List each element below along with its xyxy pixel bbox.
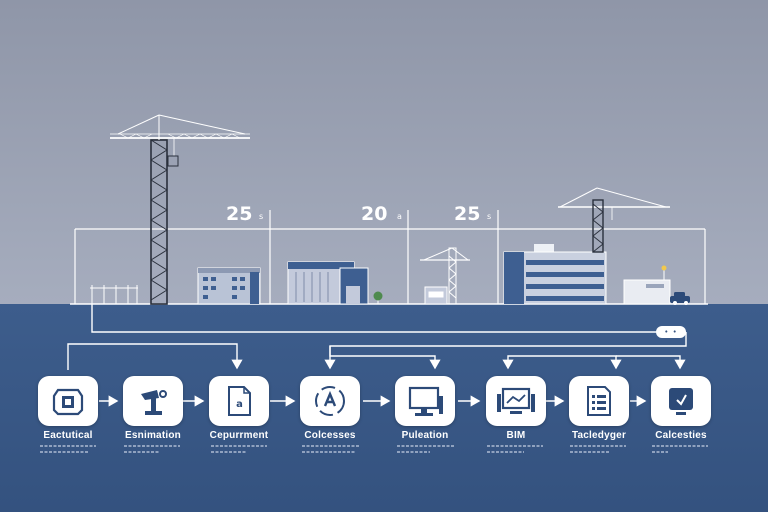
svg-text:a: a xyxy=(236,399,243,410)
dimension-label-3: 25 xyxy=(454,203,481,225)
dimension-label-1: 25 xyxy=(226,203,253,225)
tower-crane-small xyxy=(420,247,470,305)
step-node-4[interactable] xyxy=(300,376,360,426)
step-label-3: Cepurrment xyxy=(209,430,269,441)
connector-arrows xyxy=(231,359,686,370)
tree xyxy=(373,291,383,304)
description-lines xyxy=(40,445,708,453)
document-stamp-icon xyxy=(52,388,84,416)
hammer-icon xyxy=(141,390,167,415)
dimension-frame xyxy=(74,210,706,304)
building-warehouse xyxy=(287,261,369,305)
step-label-6: BIM xyxy=(506,430,526,441)
bim-monitor-icon xyxy=(497,387,535,414)
dimension-mark-3: s xyxy=(487,212,492,221)
tablet-icon xyxy=(669,388,693,415)
sky-background xyxy=(0,0,768,306)
dimension-mark-1: s xyxy=(259,212,264,221)
step-node-6[interactable] xyxy=(486,376,546,426)
step-node-5[interactable] xyxy=(395,376,455,426)
dimension-mark-2: a xyxy=(397,212,402,221)
building-office-large xyxy=(503,244,607,305)
building-annex xyxy=(623,265,671,305)
dimension-label-2: 20 xyxy=(361,203,388,225)
process-cycle-icon xyxy=(315,386,345,416)
step-label-4: Colcesses xyxy=(304,430,356,441)
step-label-7: Tacledyger xyxy=(571,430,627,441)
step-node-2[interactable] xyxy=(123,376,183,426)
site-fence xyxy=(90,285,138,304)
tower-crane-right xyxy=(558,187,670,253)
step-node-7[interactable] xyxy=(569,376,629,426)
step-node-1[interactable] xyxy=(38,376,98,426)
step-label-5: Puleation xyxy=(401,430,449,441)
car xyxy=(670,292,690,305)
monitor-icon xyxy=(408,386,443,416)
step-node-3[interactable]: a xyxy=(209,376,269,426)
report-icon xyxy=(587,386,611,416)
tower-crane-large xyxy=(110,114,250,305)
step-label-8: Calcesties xyxy=(655,430,707,441)
building-office-small xyxy=(197,267,261,305)
step-label-1: Eactutical xyxy=(43,430,93,441)
step-node-8[interactable] xyxy=(651,376,711,426)
end-marker: • • xyxy=(656,326,686,338)
step-label-2: Esnimation xyxy=(125,430,181,441)
document-icon: a xyxy=(228,386,251,416)
